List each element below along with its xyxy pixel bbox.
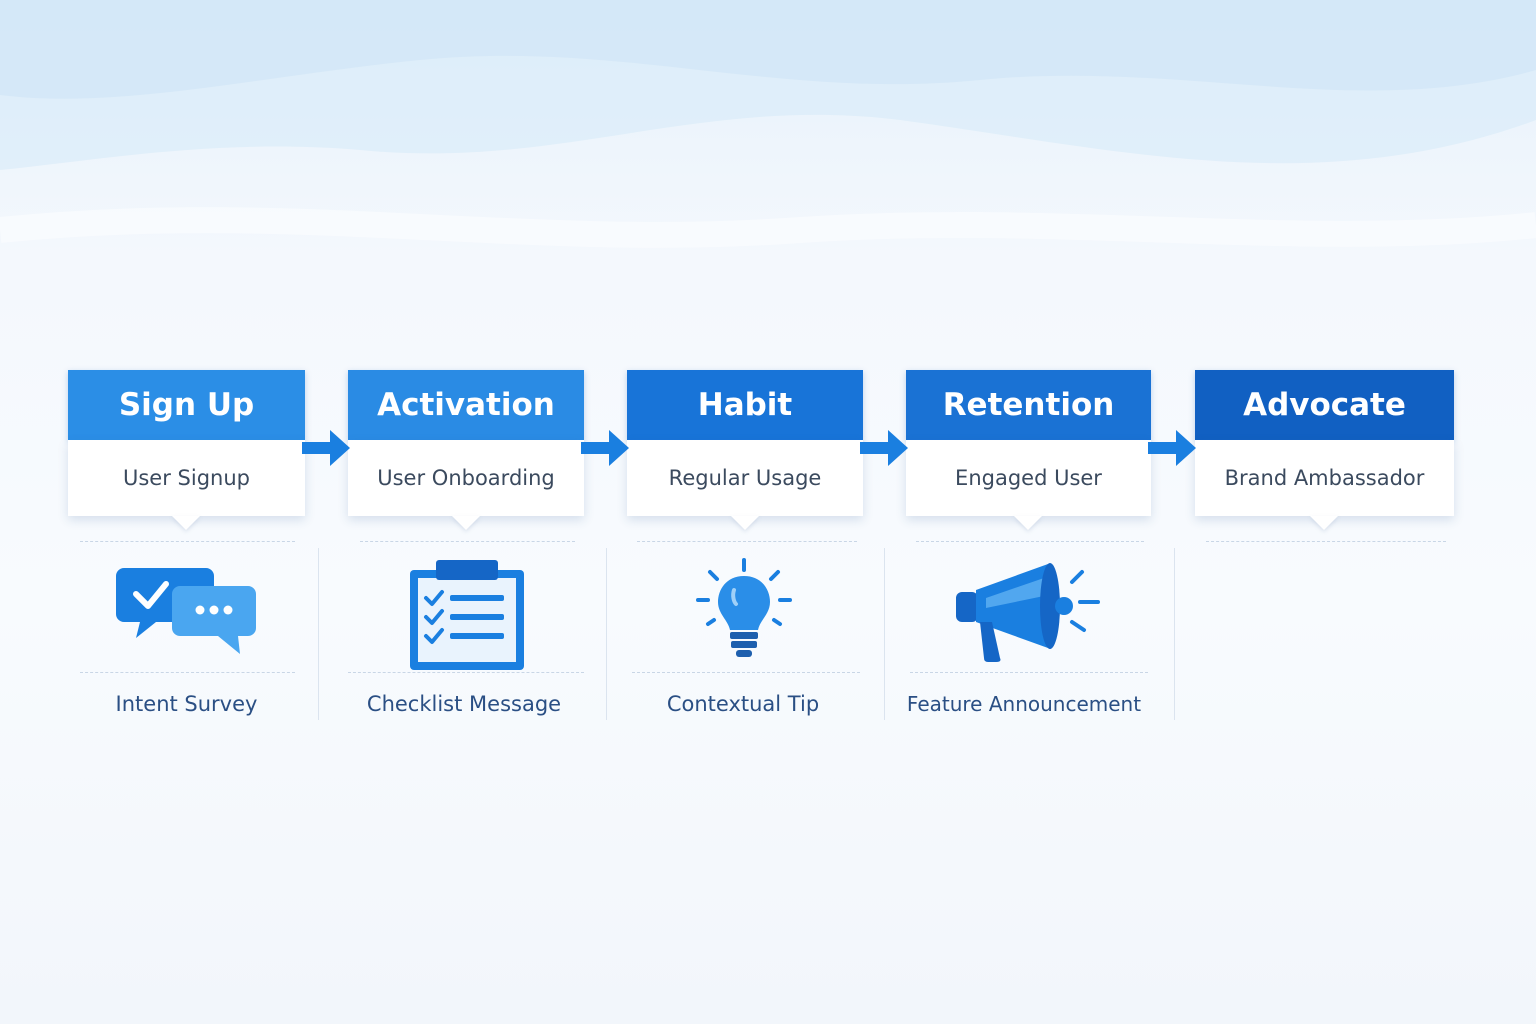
stage-title-activation: Activation [348, 370, 584, 440]
arrow-right-icon [860, 430, 908, 466]
divider [80, 672, 295, 673]
step-label-intent-survey: Intent Survey [115, 692, 258, 716]
stage-pointer [172, 516, 200, 530]
divider [916, 541, 1144, 542]
stage-card-advocate: Advocate Brand Ambassador [1195, 370, 1454, 530]
divider [910, 672, 1148, 673]
stage-subtitle-sign-up: User Signup [68, 440, 305, 516]
stage-pointer [1310, 516, 1338, 530]
step-label-contextual-tip: Contextual Tip [666, 692, 820, 716]
stage-subtitle-habit: Regular Usage [627, 440, 863, 516]
stage-card-habit: Habit Regular Usage [627, 370, 863, 530]
column-separator [318, 548, 319, 720]
stage-card-retention: Retention Engaged User [906, 370, 1151, 530]
stage-subtitle-activation: User Onboarding [348, 440, 584, 516]
arrow-right-icon [581, 430, 629, 466]
divider [80, 541, 295, 542]
column-separator [606, 548, 607, 720]
lightbulb-icon [696, 558, 792, 657]
step-label-feature-announcement: Feature Announcement [906, 692, 1142, 716]
arrow-right-icon [302, 430, 350, 466]
chat-bubbles-icon [116, 568, 256, 654]
stage-card-sign-up: Sign Up User Signup [68, 370, 305, 530]
stage-title-retention: Retention [906, 370, 1151, 440]
stage-pointer [731, 516, 759, 530]
stage-pointer [452, 516, 480, 530]
stage-title-sign-up: Sign Up [68, 370, 305, 440]
megaphone-icon [956, 563, 1100, 662]
stage-card-activation: Activation User Onboarding [348, 370, 584, 530]
divider [348, 672, 584, 673]
stage-title-advocate: Advocate [1195, 370, 1454, 440]
clipboard-checklist-icon [410, 560, 524, 670]
divider [632, 672, 860, 673]
step-label-checklist-message: Checklist Message [366, 692, 562, 716]
stage-subtitle-retention: Engaged User [906, 440, 1151, 516]
column-separator [884, 548, 885, 720]
divider [1206, 541, 1446, 542]
stage-title-habit: Habit [627, 370, 863, 440]
column-separator [1174, 548, 1175, 720]
stage-pointer [1014, 516, 1042, 530]
arrow-right-icon [1148, 430, 1196, 466]
divider [637, 541, 857, 542]
stage-subtitle-advocate: Brand Ambassador [1195, 440, 1454, 516]
divider [360, 541, 575, 542]
background-waves [0, 0, 1536, 248]
